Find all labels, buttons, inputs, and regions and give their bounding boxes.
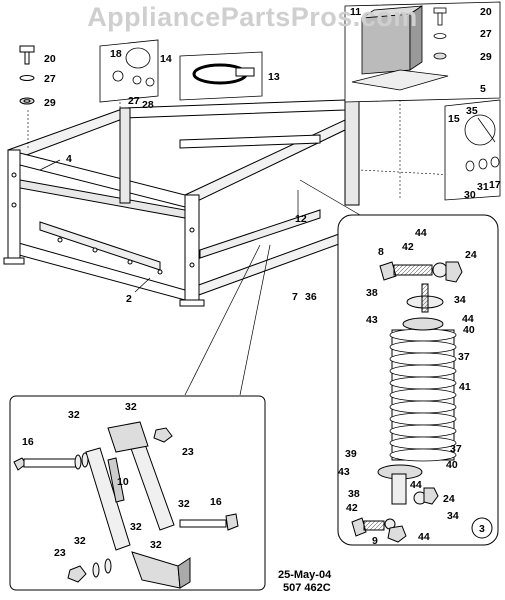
callout-34-top: 34 bbox=[454, 294, 466, 306]
callout-3: 3 bbox=[479, 523, 485, 535]
callout-24-top: 24 bbox=[465, 249, 477, 261]
callout-17: 17 bbox=[489, 179, 501, 191]
callout-41: 41 bbox=[459, 381, 471, 393]
callout-16-right: 16 bbox=[210, 496, 222, 508]
callout-9: 9 bbox=[372, 535, 378, 547]
link-detail-inset bbox=[9, 395, 266, 591]
callout-37-top: 37 bbox=[458, 351, 470, 363]
callout-44-a: 44 bbox=[415, 227, 427, 239]
callout-42-top: 42 bbox=[402, 241, 414, 253]
callout-29-left: 29 bbox=[44, 97, 56, 109]
callout-7: 7 bbox=[292, 291, 298, 303]
callout-23-top: 23 bbox=[182, 446, 194, 458]
bolt-20-left bbox=[19, 45, 35, 105]
callout-5: 5 bbox=[480, 83, 486, 95]
watermark: AppliancePartsPros.com bbox=[87, 2, 418, 32]
callout-2: 2 bbox=[126, 293, 132, 305]
callout-15: 15 bbox=[448, 113, 460, 125]
callout-4: 4 bbox=[66, 153, 72, 165]
callout-44-c: 44 bbox=[410, 479, 422, 491]
diagram-date: 25-May-04 bbox=[278, 569, 332, 581]
parts-inset-14 bbox=[99, 39, 159, 103]
callout-38-top: 38 bbox=[366, 287, 378, 299]
callout-32-b: 32 bbox=[125, 401, 137, 413]
callout-16-left: 16 bbox=[22, 436, 34, 448]
spring-detail-inset bbox=[337, 214, 499, 546]
callout-29-right: 29 bbox=[480, 51, 492, 63]
callout-44-d: 44 bbox=[418, 531, 430, 543]
base-frame bbox=[3, 99, 360, 307]
callout-37-bottom: 37 bbox=[450, 443, 462, 455]
callout-31: 31 bbox=[477, 181, 489, 193]
callout-36: 36 bbox=[305, 291, 317, 303]
callout-27-mid: 27 bbox=[128, 95, 140, 107]
callout-18: 18 bbox=[110, 48, 122, 60]
diagram-code: 507 462C bbox=[283, 582, 331, 594]
callout-34-bottom: 34 bbox=[447, 510, 459, 522]
parts-inset-15 bbox=[444, 99, 501, 201]
callout-44-b: 44 bbox=[462, 313, 474, 325]
callout-10: 10 bbox=[117, 476, 129, 488]
callout-42-bottom: 42 bbox=[346, 502, 358, 514]
callout-12: 12 bbox=[295, 213, 307, 225]
hose-clamp-13 bbox=[179, 51, 263, 101]
callout-13: 13 bbox=[268, 71, 280, 83]
callout-27-left: 27 bbox=[44, 73, 56, 85]
callout-43-top: 43 bbox=[366, 314, 378, 326]
callout-28: 28 bbox=[142, 99, 154, 111]
callout-40-bottom: 40 bbox=[446, 459, 458, 471]
callout-32-f: 32 bbox=[150, 539, 162, 551]
callout-43-bottom: 43 bbox=[338, 466, 350, 478]
callout-8: 8 bbox=[378, 246, 384, 258]
callout-20-right: 20 bbox=[480, 6, 492, 18]
parts-inset-11 bbox=[344, 1, 501, 103]
callout-labels: 2 3 4 5 7 8 9 10 11 12 13 14 15 16 16 17… bbox=[22, 6, 501, 559]
callout-32-d: 32 bbox=[130, 521, 142, 533]
callout-38-bottom: 38 bbox=[348, 488, 360, 500]
callout-32-a: 32 bbox=[68, 409, 80, 421]
callout-23-bottom: 23 bbox=[54, 547, 66, 559]
callout-39: 39 bbox=[345, 448, 357, 460]
callout-20-left: 20 bbox=[44, 53, 56, 65]
callout-35: 35 bbox=[466, 105, 478, 117]
callout-30: 30 bbox=[464, 189, 476, 201]
callout-32-c: 32 bbox=[178, 498, 190, 510]
callout-27-right: 27 bbox=[480, 28, 492, 40]
callout-32-e: 32 bbox=[74, 535, 86, 547]
callout-24-bottom: 24 bbox=[443, 493, 455, 505]
callout-11: 11 bbox=[350, 6, 361, 18]
callout-40-top: 40 bbox=[463, 324, 475, 336]
callout-14: 14 bbox=[160, 53, 172, 65]
